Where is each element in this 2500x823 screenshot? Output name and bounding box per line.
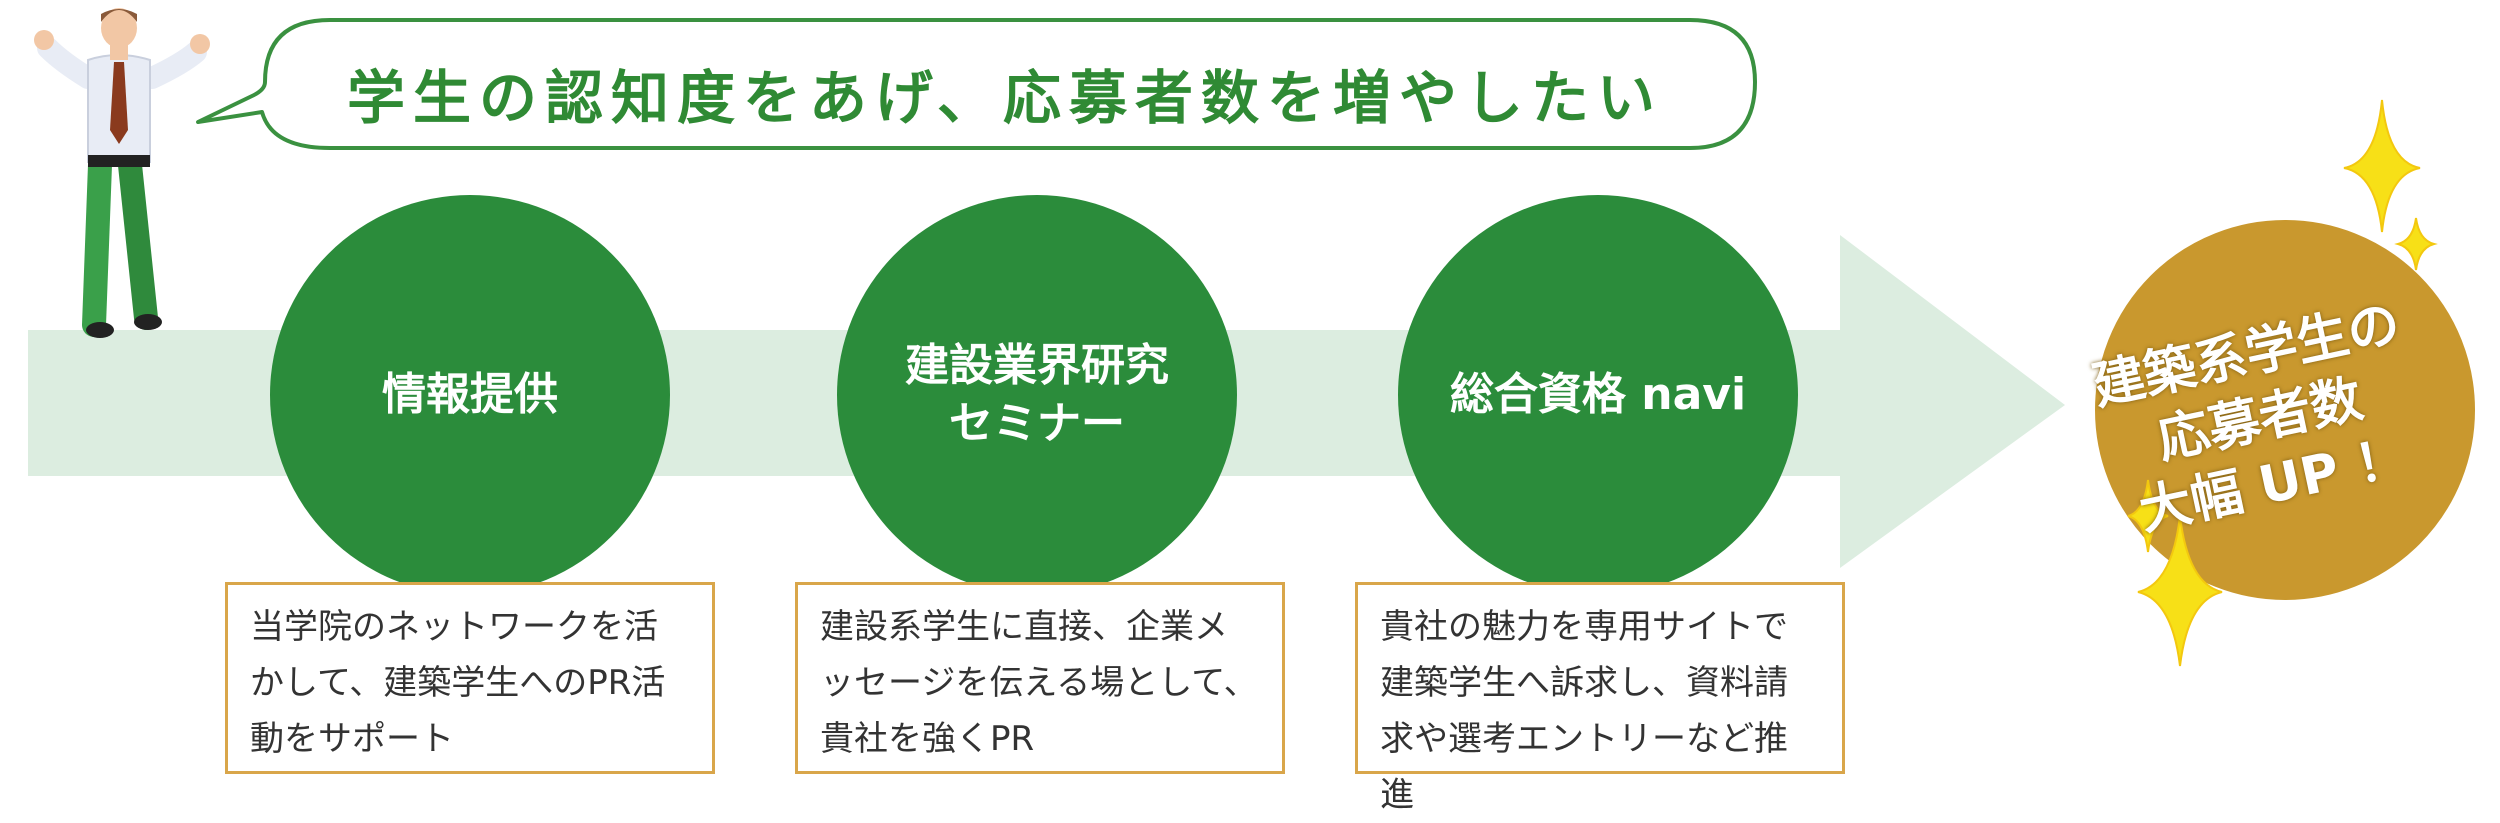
step-title-line: セミナー [949, 398, 1125, 449]
speech-bubble-text: 学生の認知度をあげ、応募者数を増やしたい [347, 64, 1663, 132]
businessman-shrugging-icon [34, 8, 210, 338]
step-title-line: 建設業界研究 [905, 340, 1169, 391]
step-title-3: 総合資格 navi [1418, 300, 1778, 490]
step-description-3: 貴社の魅力を専用サイトで建築学生へ訴求し、資料請求や選考エントリーなど推進 [1355, 582, 1845, 815]
step-title-1: 情報提供 [300, 300, 640, 490]
step-title-2: 建設業界研究 セミナー [867, 300, 1207, 490]
step-title-line: 情報提供 [382, 369, 558, 420]
diagram-graphics [28, 8, 2488, 667]
step-circle-2 [837, 195, 1237, 595]
goal-circle [2082, 207, 2488, 613]
step-description-1: 当学院のネットワークを活かして、建築学生へのPR活動をサポート [225, 582, 715, 774]
step-circle-1 [270, 195, 670, 595]
step-title-line: 総合資格 navi [1449, 369, 1747, 420]
speech-bubble [196, 18, 1757, 150]
step-description-2: 建設系学生に直接、企業メッセージを伝える場として、貴社を強くPR [795, 582, 1285, 774]
diagram-stage: 学生の認知度をあげ、応募者数を増やしたい 情報提供 建設業界研究 セミナー 総合… [28, 8, 2488, 815]
step-circle-3 [1398, 195, 1798, 595]
sparkle-icon [2127, 99, 2438, 667]
